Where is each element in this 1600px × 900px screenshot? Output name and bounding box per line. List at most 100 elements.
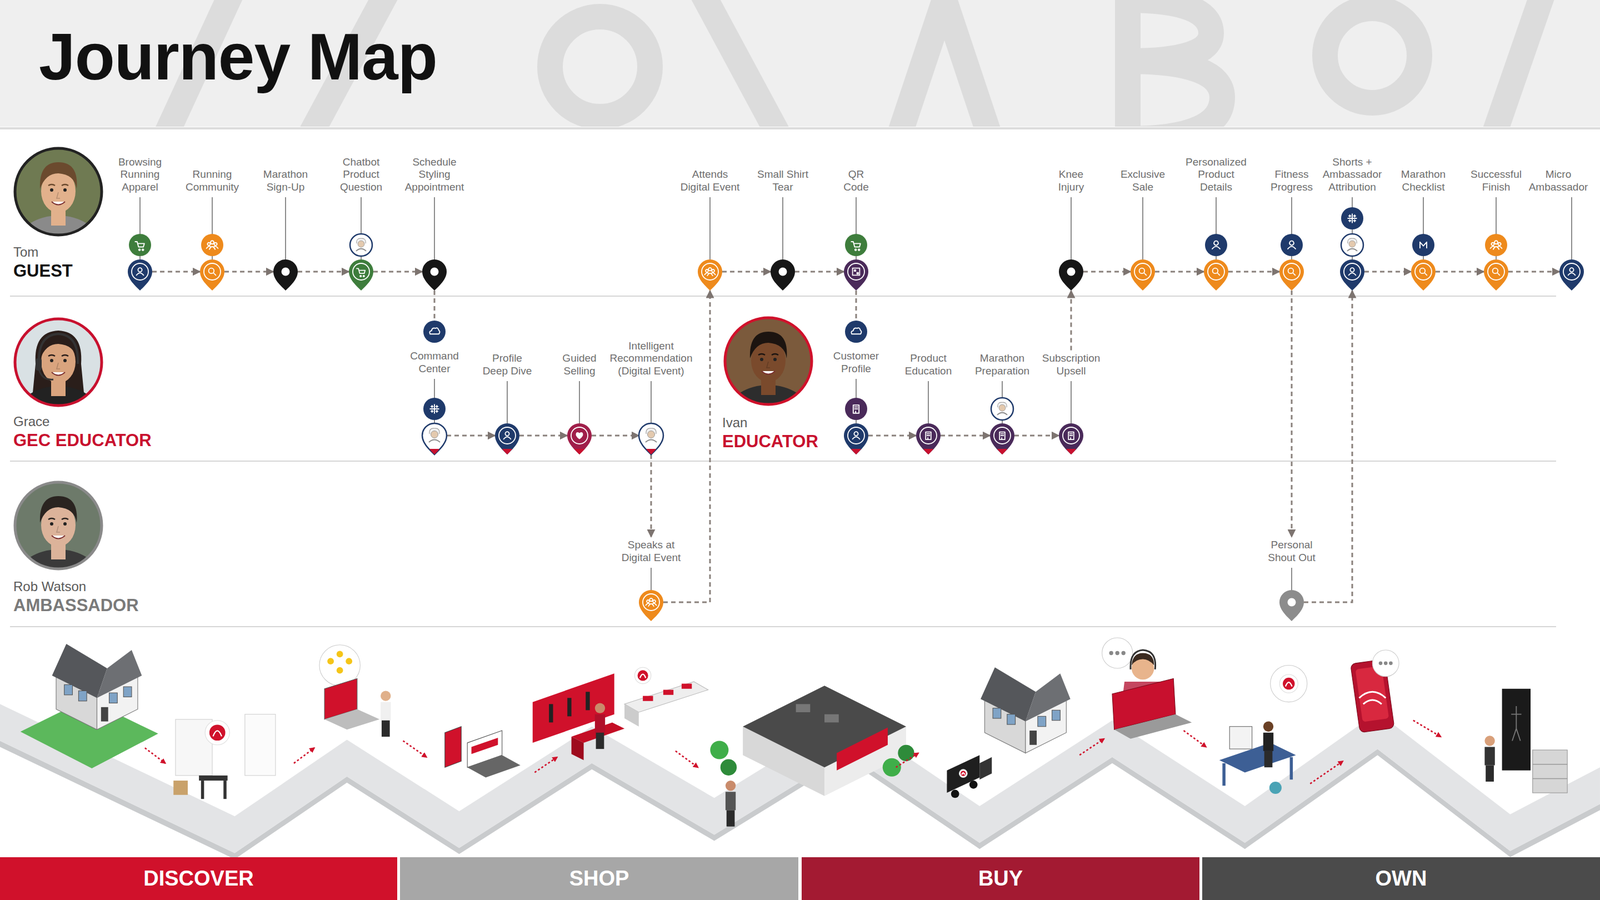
- channel-icon: [1280, 233, 1303, 257]
- touchpoint-pin: Customer Profile: [843, 320, 869, 455]
- map-pin: [1483, 259, 1509, 291]
- pin-shape: [990, 423, 1015, 455]
- stage-band: SHOP: [400, 857, 799, 900]
- profile-glyph: [503, 431, 512, 439]
- icon-glyph: [428, 428, 440, 443]
- persona-caption: IvanEDUCATOR: [722, 415, 819, 452]
- nose: [56, 362, 60, 369]
- pin-shape: [843, 423, 869, 455]
- glyph: [1212, 241, 1220, 249]
- person-legs: [596, 732, 605, 749]
- pin-graphic: [1483, 233, 1509, 291]
- pin-graphic: [1058, 259, 1084, 291]
- box: [173, 780, 188, 795]
- cart-glyph: [851, 241, 860, 251]
- pin-tip: [1066, 448, 1077, 455]
- search-glyph: [1139, 268, 1147, 276]
- pin-shape: [638, 590, 664, 622]
- label-block: Subscription Upsell: [1038, 352, 1104, 378]
- person-body: [595, 714, 605, 733]
- logo-badge: [205, 720, 230, 745]
- search-glyph: [1492, 268, 1500, 276]
- label-block: Schedule Styling Appointment: [401, 156, 468, 194]
- icon-glyph: [206, 240, 219, 250]
- glyph: [1068, 432, 1074, 440]
- persona-role: GEC EDUCATOR: [13, 430, 152, 451]
- pin-shape: [567, 423, 592, 455]
- touchpoint-pin: Chatbot Product Question: [348, 233, 374, 291]
- photo-ring: [15, 318, 102, 406]
- label-block: Running Community: [179, 168, 245, 194]
- einstein-face: [1348, 240, 1356, 248]
- cart-glyph: [356, 268, 365, 277]
- touchpoint-pin: Speaks at Digital Event: [638, 590, 664, 622]
- pin-graphic: [1340, 207, 1365, 291]
- leader-line: [1571, 197, 1573, 260]
- pin-graphic: [348, 233, 374, 291]
- pin-shape: [1340, 259, 1365, 291]
- label-block: Personalized Product Details: [1183, 156, 1249, 194]
- touchpoint-pin: Shorts + Ambassador Attribution: [1340, 207, 1365, 291]
- typing-dot: [1121, 651, 1126, 655]
- headset-mic: [38, 369, 54, 380]
- stage-band: DISCOVER: [0, 857, 398, 900]
- touchpoint-label: Speaks at Digital Event: [618, 538, 684, 565]
- einstein-face: [431, 431, 439, 439]
- smile: [761, 371, 775, 375]
- person-body: [380, 702, 391, 721]
- glyph: [1347, 213, 1357, 223]
- icon-glyph: [1347, 213, 1357, 223]
- label-block: Speaks at Digital Event: [618, 538, 684, 565]
- pin-shape: [1130, 259, 1155, 291]
- rating-star: [336, 667, 344, 674]
- pin-tip: [923, 448, 934, 455]
- pin-graphic: [1559, 259, 1584, 291]
- journey-connector: [224, 271, 274, 273]
- glyph: [1568, 267, 1576, 275]
- journey-connector: [152, 271, 200, 273]
- store-sign: [836, 727, 888, 771]
- header-band: [0, 0, 1600, 127]
- journey-connector: [940, 435, 990, 437]
- journey-connector: [650, 454, 653, 537]
- cart-glyph: [135, 241, 144, 251]
- logo-swirl: [213, 730, 222, 737]
- typing-dot: [1388, 661, 1393, 666]
- truck-wheel: [951, 790, 960, 799]
- journey-connector: [1291, 290, 1293, 537]
- map-pin: [422, 259, 447, 291]
- watermark-stroke: [700, 0, 778, 127]
- door: [245, 714, 276, 776]
- logo-swirl: [640, 674, 646, 679]
- icon-glyph: [851, 241, 860, 251]
- icon-glyph: [1134, 263, 1152, 280]
- eye: [63, 522, 67, 526]
- flow-arrow: [675, 751, 698, 768]
- cloud-glyph: [851, 327, 862, 334]
- persona-name: Rob Watson: [13, 578, 139, 595]
- icon-disc: [845, 397, 868, 420]
- touchpoint-pin: Micro Ambassador: [1559, 259, 1584, 291]
- einstein-body: [645, 440, 657, 443]
- rating-star: [345, 657, 353, 665]
- building-glyph: [853, 405, 859, 414]
- pin-shape: [1058, 423, 1084, 455]
- pin-graphic: [495, 423, 520, 455]
- flow-arrow: [1183, 730, 1207, 747]
- logo-mark: [637, 670, 649, 681]
- touchpoint-label: Customer Profile: [823, 350, 889, 376]
- profile-glyph: [1348, 267, 1357, 275]
- persona-role: EDUCATOR: [722, 431, 819, 452]
- desk-leg: [223, 780, 227, 799]
- channel-icon: [845, 320, 868, 343]
- typing-dot: [1378, 661, 1383, 666]
- desk-leg: [201, 780, 205, 799]
- building-glyph: [1068, 432, 1074, 440]
- journey-connector: [1083, 271, 1131, 273]
- house-roof: [980, 667, 1036, 722]
- headset-band: [38, 333, 78, 364]
- eyebrows: [48, 184, 69, 186]
- person-head: [1263, 721, 1274, 732]
- label-block: Command Center: [401, 350, 468, 376]
- glyph: [1288, 268, 1296, 276]
